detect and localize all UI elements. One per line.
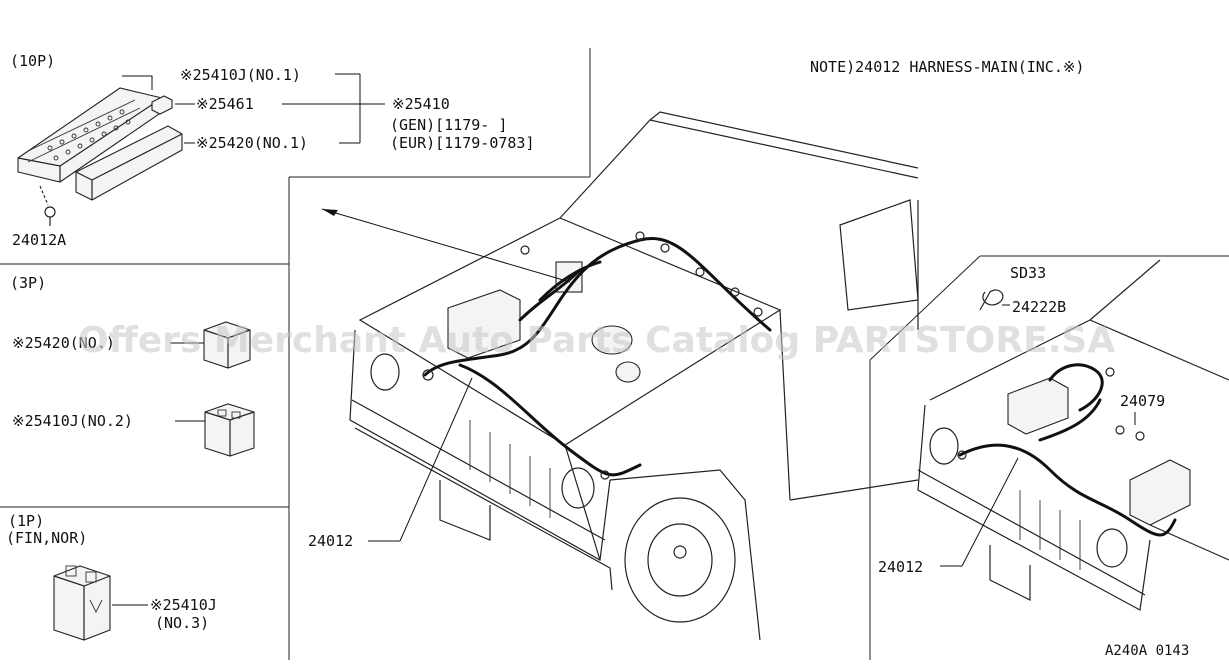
section-3p-title: (3P) bbox=[10, 274, 46, 292]
sd33-vehicle-illustration bbox=[917, 259, 1229, 611]
section-10p-title: (10P) bbox=[10, 52, 55, 70]
part-24222b-label[interactable]: 24222B bbox=[1012, 298, 1066, 316]
leaders-3p bbox=[170, 342, 205, 422]
relay-location-arrow bbox=[321, 208, 571, 283]
relay-box-10p-illustration bbox=[17, 87, 183, 226]
main-harness-24012-label[interactable]: 24012 bbox=[308, 532, 353, 550]
sd33-harness-24012-label[interactable]: 24012 bbox=[878, 558, 923, 576]
part-25410j-label[interactable]: ※25410J bbox=[150, 596, 217, 614]
part-25420-no1-label[interactable]: ※25420(NO.1) bbox=[196, 134, 308, 152]
part-25410-eur-label: (EUR)[1179-0783] bbox=[390, 134, 535, 152]
part-25410-gen-label: (GEN)[1179- ] bbox=[390, 116, 507, 134]
panel-frames bbox=[0, 48, 1229, 660]
vehicle-front-illustration bbox=[349, 111, 919, 641]
relay-3p-illustration bbox=[203, 321, 255, 457]
section-1p-title: (1P) bbox=[8, 512, 44, 530]
sd33-leaders bbox=[940, 304, 1136, 567]
part-25461-label[interactable]: ※25461 bbox=[196, 95, 254, 113]
section-1p-subtitle: (FIN,NOR) bbox=[6, 529, 87, 547]
part-24012a-label[interactable]: 24012A bbox=[12, 231, 66, 249]
sd33-harness-illustration bbox=[957, 289, 1177, 537]
harness-note: NOTE)24012 HARNESS-MAIN(INC.※) bbox=[810, 58, 1084, 76]
part-25420-no-label[interactable]: ※25420(NO.) bbox=[12, 334, 115, 352]
part-no3-label: (NO.3) bbox=[155, 614, 209, 632]
part-25410j-no1-label[interactable]: ※25410J(NO.1) bbox=[180, 66, 301, 84]
part-25410j-no2-label[interactable]: ※25410J(NO.2) bbox=[12, 412, 133, 430]
sd33-title: SD33 bbox=[1010, 264, 1046, 282]
main-harness-illustration bbox=[422, 231, 772, 480]
relay-1p-illustration bbox=[53, 565, 111, 641]
part-24079-label[interactable]: 24079 bbox=[1120, 392, 1165, 410]
diagram-code: A240A 0143 bbox=[1105, 643, 1189, 659]
part-25410-label[interactable]: ※25410 bbox=[392, 95, 450, 113]
leader-main-24012-diag bbox=[399, 377, 473, 542]
leaders-10p bbox=[122, 73, 385, 144]
watermark-text: Offers Merchant Auto Parts Catalog PARTS… bbox=[78, 320, 1115, 361]
